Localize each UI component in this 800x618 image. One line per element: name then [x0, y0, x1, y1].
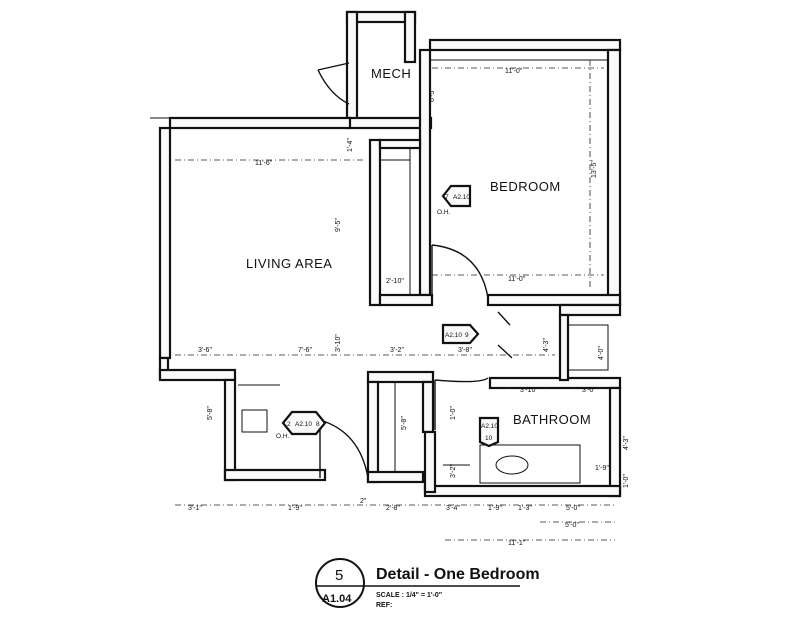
dim-bed-width-bottom: 11'-0"	[508, 276, 526, 283]
title-sheet-ref: A1.04	[322, 593, 352, 605]
dim-bot-g: 1'-3"	[518, 505, 532, 512]
title-block: 5 A1.04 Detail - One Bedroom SCALE : 1/4…	[315, 558, 540, 609]
title-detail-number: 5	[335, 567, 343, 584]
dim-bath-shower: 5'-0"	[565, 522, 579, 529]
entry-tag-num: 2	[287, 421, 291, 428]
bedroom-walls	[418, 38, 622, 307]
bed-tag-note: O.H.	[437, 209, 451, 216]
hall-tag-num: 9	[465, 332, 469, 339]
dimension-lines	[175, 60, 615, 541]
dim-bot-h: 5'-0"	[566, 505, 580, 512]
hall-elevation-tag: A2.10 9	[441, 323, 480, 345]
dim-bed-width-top: 11'-0"	[505, 68, 523, 75]
dim-bath-fixture: 1'-9"	[595, 465, 609, 472]
hall-bifold-door	[497, 311, 513, 359]
bath-tag-num: 10	[485, 435, 493, 442]
hall-tag-sheet: A2.10	[445, 332, 462, 339]
mech-door-swing	[317, 62, 350, 105]
dim-closet2-v: 3'-2"	[450, 464, 457, 478]
title-heading: Detail - One Bedroom	[376, 566, 540, 583]
dim-bath-r1: 4'-0"	[598, 346, 605, 360]
dim-hall-left: 3'-6"	[198, 347, 212, 354]
room-label-bedroom: BEDROOM	[490, 179, 561, 194]
room-label-bathroom: BATHROOM	[513, 412, 591, 427]
room-label-mech: MECH	[371, 66, 411, 81]
dim-hall-mid: 7'-6"	[298, 347, 312, 354]
bath-elevation-tag: A2.10 10	[478, 416, 500, 448]
dim-closet-width: 2'-10"	[386, 278, 404, 285]
dim-bath-side: 4'-3"	[623, 436, 630, 450]
dim-mech-height: 6'-5"	[429, 88, 436, 102]
dim-bot-e: 3'-4"	[446, 505, 460, 512]
dim-bath-v: 1'-0"	[450, 406, 457, 420]
dim-bot-b: 1'-9"	[288, 505, 302, 512]
bathroom-walls	[423, 303, 622, 498]
dim-pass-width: 4'-3"	[543, 338, 550, 352]
dim-bot-d: 2'-8"	[386, 505, 400, 512]
bath-door-swing	[434, 377, 489, 430]
room-label-living: LIVING AREA	[246, 256, 332, 271]
upper-left-walls	[150, 116, 352, 360]
dim-entry-v: 5'-8"	[207, 406, 214, 420]
dim-bath-top: 3'-10"	[520, 387, 538, 394]
closet-walls	[368, 138, 434, 307]
bedroom-door-swing	[431, 244, 489, 299]
dim-closet-height: 1'-4"	[347, 138, 354, 152]
dim-bot-f: 1'-9"	[488, 505, 502, 512]
bed-tag-sheet: A2.10	[453, 194, 470, 201]
entry-walls	[158, 356, 327, 482]
dim-hall-right-a: 3'-2"	[390, 347, 404, 354]
entry-door-swing	[319, 419, 369, 479]
entry-tag-sheet: A2.10	[295, 421, 312, 428]
dim-bot-total: 11'-1"	[508, 540, 526, 547]
dim-living-v: 3'-10"	[335, 334, 342, 352]
dim-bot-c: 2"	[360, 498, 367, 505]
bed-tag-num: 7	[445, 194, 449, 201]
dim-bot-a: 3'-1"	[188, 505, 202, 512]
dim-bath-r2: 1'-0"	[623, 474, 630, 488]
bath-tag-sheet: A2.10	[481, 423, 498, 430]
bed-elevation-tag: 7 A2.10 O.H.	[437, 184, 472, 216]
dim-hall-v: 5'-8"	[401, 416, 408, 430]
dim-hall-right-b: 3'-8"	[458, 347, 472, 354]
entry-tag-note: O.H.	[276, 433, 290, 440]
dim-bed-height: 13'-5"	[591, 160, 598, 178]
dim-living-width: 11'-6"	[255, 160, 273, 167]
dim-bath-top-b: 3'-0"	[582, 387, 596, 394]
title-ref: REF:	[376, 602, 392, 609]
entry-elevation-tag: 2 A2.10 8 O.H.	[276, 410, 327, 440]
dim-living-height: 9'-5"	[335, 218, 342, 232]
title-scale: SCALE : 1/4" = 1'-0"	[376, 592, 442, 599]
entry-tag-num2: 8	[316, 421, 320, 428]
